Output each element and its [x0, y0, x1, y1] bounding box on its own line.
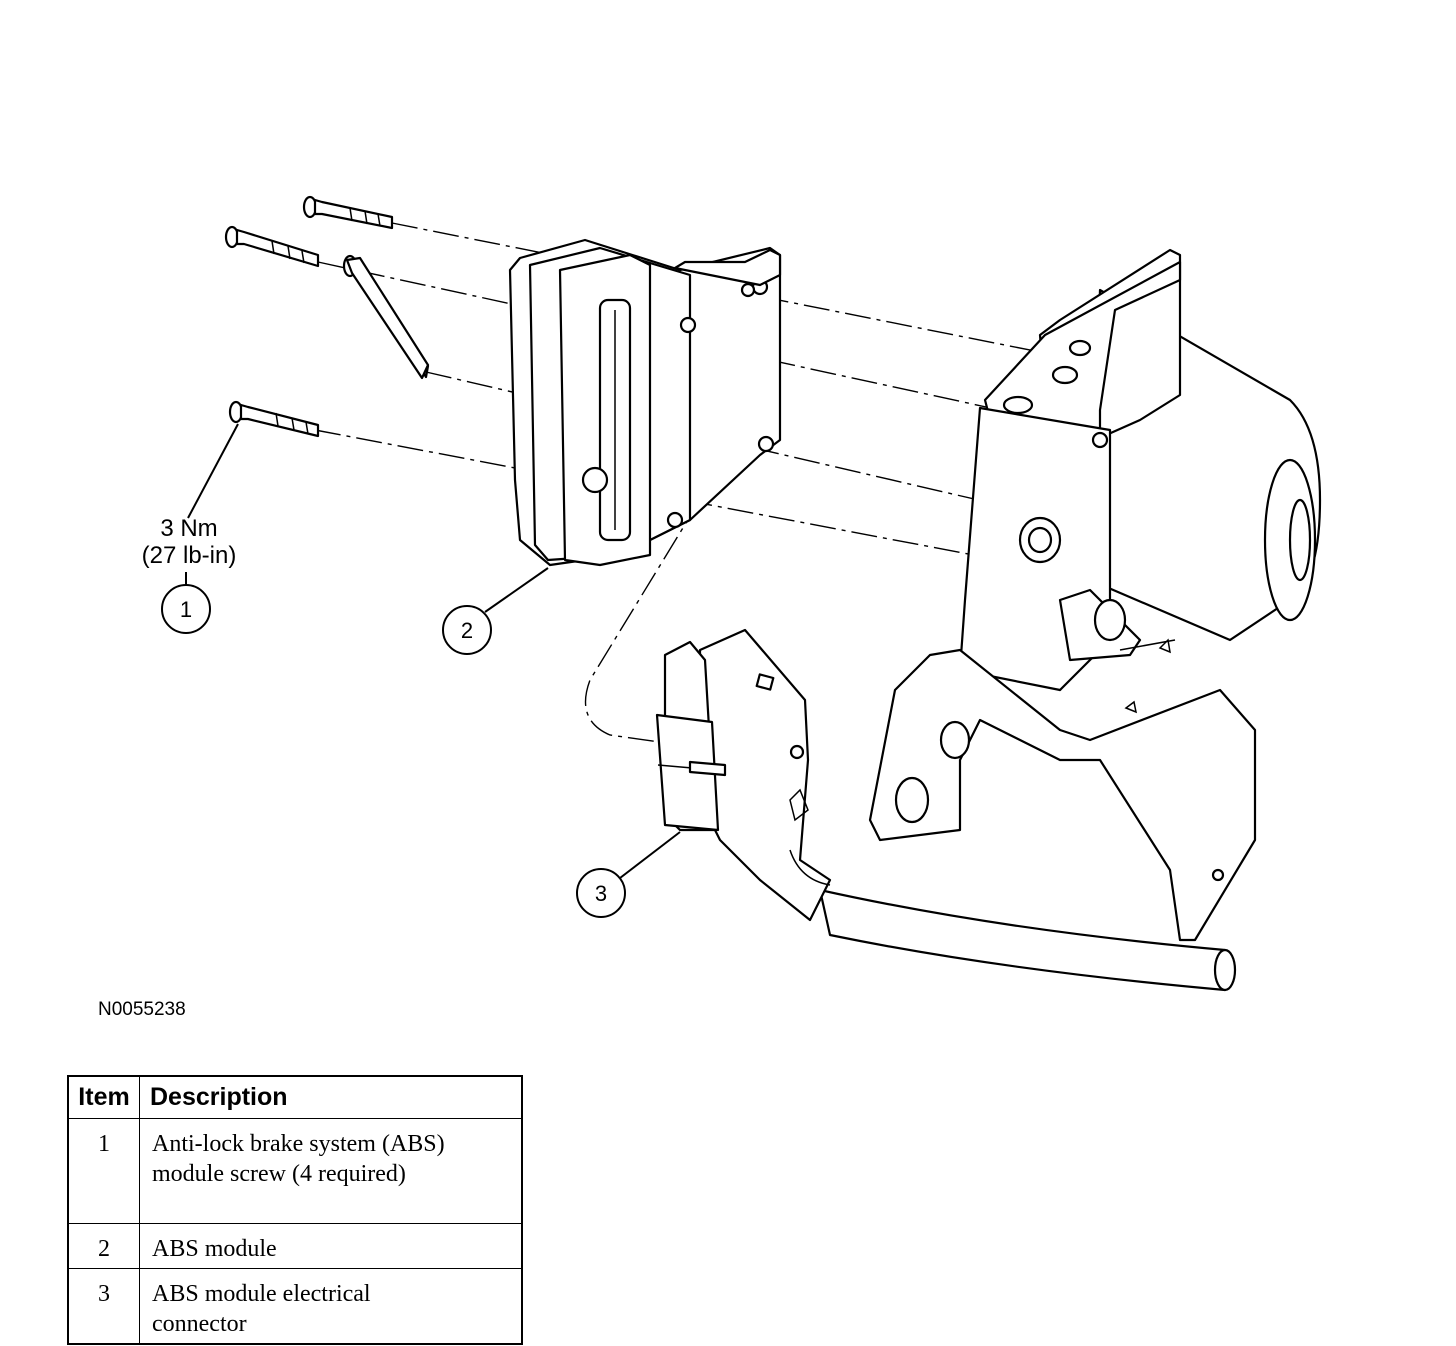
row-item: 1: [67, 1118, 140, 1224]
table-row: 1 Anti-lock brake system (ABS) module sc…: [67, 1118, 523, 1224]
row-description: Anti-lock brake system (ABS) module scre…: [139, 1118, 523, 1224]
callout-number-3: 3: [595, 881, 607, 906]
abs-module-exploded-diagram: 3 Nm (27 lb-in) 1 2 3 N0055238: [98, 195, 1322, 1020]
screw-1: [302, 195, 394, 230]
abs-electrical-connector: [655, 628, 1237, 992]
figure-id: N0055238: [98, 999, 186, 1020]
description-line: connector: [152, 1311, 247, 1337]
description-line: ABS module electrical: [152, 1281, 371, 1307]
hydraulic-control-unit: [868, 248, 1322, 942]
row-item: 3: [67, 1268, 140, 1345]
module-screws: [224, 195, 430, 438]
table-header-row: Item Description: [67, 1075, 523, 1119]
torque-imperial: (27 lb-in): [142, 542, 237, 569]
table-row: 2 ABS module: [67, 1223, 523, 1269]
legend-table: Item Description 1 Anti-lock brake syste…: [67, 1075, 523, 1345]
row-item: 2: [67, 1223, 140, 1269]
row-description: ABS module: [139, 1223, 523, 1269]
callout-1: 3 Nm (27 lb-in) 1: [142, 423, 239, 634]
callout-3: 3: [576, 831, 681, 918]
table-row: 3 ABS module electrical connector: [67, 1268, 523, 1345]
screw-4: [228, 400, 320, 438]
screw-2: [224, 225, 320, 268]
header-item: Item: [67, 1075, 140, 1119]
description-line: ABS module: [152, 1236, 277, 1262]
row-description: ABS module electrical connector: [139, 1268, 523, 1345]
abs-module: [508, 238, 782, 567]
description-line: Anti-lock brake system (ABS): [152, 1131, 445, 1157]
callout-number-1: 1: [180, 597, 192, 622]
header-description: Description: [139, 1075, 523, 1119]
callout-number-2: 2: [461, 618, 473, 643]
torque-metric: 3 Nm: [160, 515, 217, 542]
description-line: module screw (4 required): [152, 1161, 406, 1187]
callout-2: 2: [442, 567, 549, 655]
